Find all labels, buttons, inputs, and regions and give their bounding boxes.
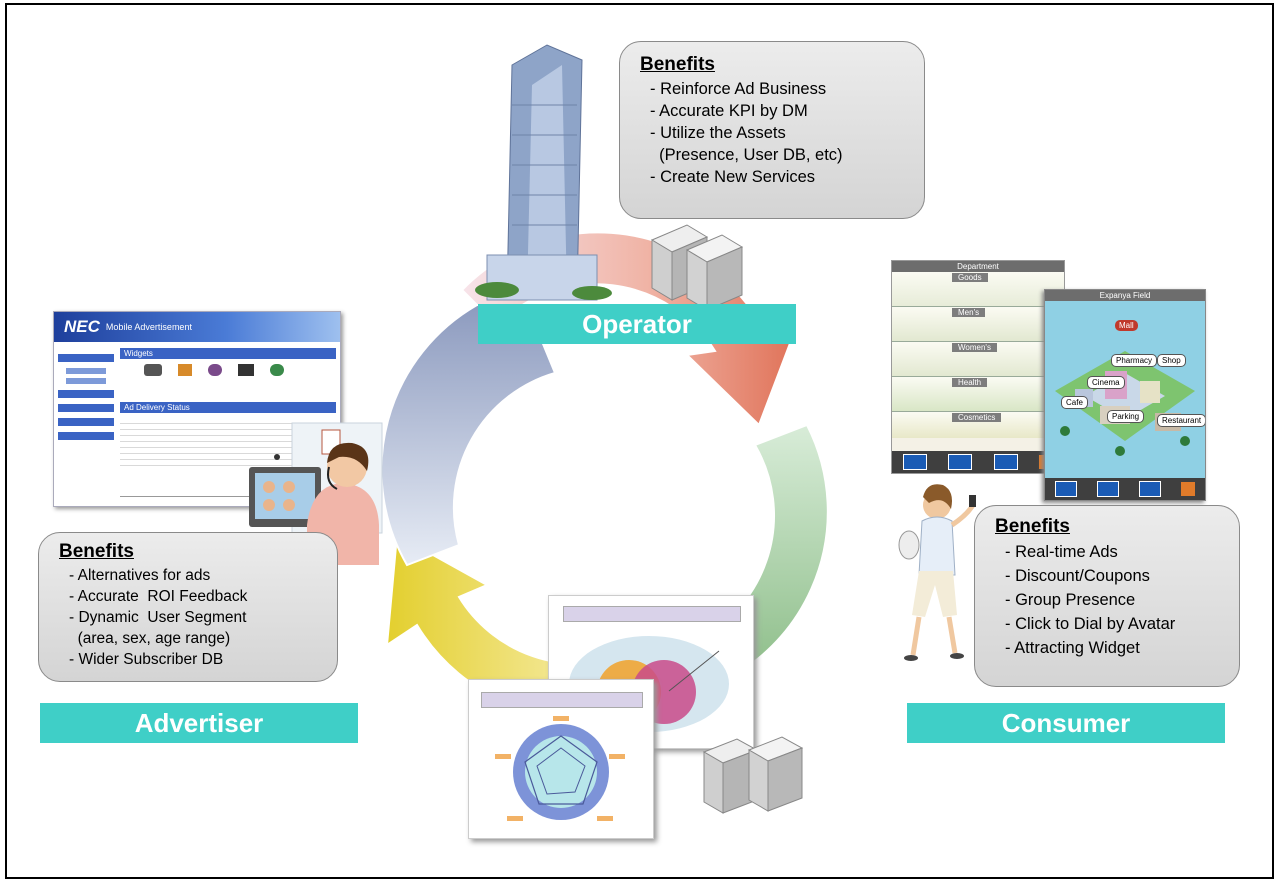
benefit-item: (Presence, User DB, etc) — [650, 146, 843, 164]
benefit-item: - Group Presence — [1005, 591, 1136, 609]
benefit-item: - Accurate ROI Feedback — [69, 588, 248, 605]
benefits-title: Benefits — [59, 541, 134, 562]
consumer-benefits-box: Benefits - Real-time Ads - Discount/Coup… — [974, 505, 1240, 687]
benefit-item: - Click to Dial by Avatar — [1005, 615, 1176, 633]
diagram-frame: Operator Benefits - Reinforce Ad Busines… — [5, 3, 1274, 879]
benefit-item: - Accurate KPI by DM — [650, 102, 808, 120]
floor-label: Goods — [952, 273, 988, 282]
map-place-label: Cafe — [1061, 396, 1088, 409]
portal-header: NEC Mobile Advertisement — [54, 312, 340, 342]
phone-map-screen: Expanya Field Mall Pharmacy Shop Cinema … — [1044, 289, 1206, 501]
benefit-item: - Create New Services — [650, 168, 816, 186]
benefit-item: - Reinforce Ad Business — [650, 80, 827, 98]
floor-label: Health — [952, 378, 988, 387]
operator-label: Operator — [478, 304, 796, 344]
woman-with-phone-icon — [898, 484, 976, 661]
portal-title: Mobile Advertisement — [105, 322, 192, 332]
map-place-label: Cinema — [1087, 376, 1125, 389]
floor-row: Men's — [892, 307, 1064, 342]
benefit-item: - Alternatives for ads — [69, 567, 211, 584]
benefit-item: - Attracting Widget — [1005, 639, 1140, 657]
map-place-label: Pharmacy — [1111, 354, 1158, 367]
nec-logo: NEC — [64, 317, 100, 336]
benefit-item: (area, sex, age range) — [69, 630, 231, 647]
floor-row: Women's — [892, 342, 1064, 377]
server-icon — [650, 224, 744, 311]
floor-label: Men's — [952, 308, 986, 317]
phone-status-bar: Department — [892, 261, 1064, 272]
server-icon — [702, 736, 804, 814]
consumer-illustration — [898, 484, 976, 661]
consumer-label: Consumer — [907, 703, 1225, 743]
operator-benefits-list: - Reinforce Ad Business - Accurate KPI b… — [640, 78, 910, 188]
consumer-benefits-list: - Real-time Ads - Discount/Coupons - Gro… — [995, 540, 1225, 660]
advertiser-portal-screenshot: NEC Mobile Advertisement Widgets Ad Deli… — [53, 311, 341, 507]
map-place-label: Mall — [1115, 320, 1138, 331]
benefit-item: - Wider Subscriber DB — [69, 651, 224, 668]
portal-widgets-bar: Widgets — [120, 348, 336, 359]
map-place-label: Parking — [1107, 410, 1145, 423]
floor-label: Women's — [952, 343, 997, 352]
portal-widget-icons — [144, 364, 284, 376]
phone-status-bar: Expanya Field — [1045, 290, 1205, 301]
advertiser-benefits-box: Benefits - Alternatives for ads - Accura… — [38, 532, 338, 682]
phone-softkeys — [1045, 478, 1205, 500]
phone-softkeys — [892, 451, 1064, 473]
benefit-item: - Dynamic User Segment — [69, 609, 247, 626]
portal-sidebar — [58, 348, 114, 466]
benefit-item: - Utilize the Assets — [650, 124, 786, 142]
portal-status-bar: Ad Delivery Status — [120, 402, 336, 413]
benefits-title: Benefits — [995, 516, 1070, 537]
benefits-title: Benefits — [640, 54, 715, 75]
monitor-icon — [249, 454, 321, 527]
advertiser-label: Advertiser — [40, 703, 358, 743]
building-icon — [475, 44, 612, 301]
floor-row: Health — [892, 377, 1064, 412]
operator-illustration — [475, 44, 744, 311]
floor-label: Cosmetics — [952, 413, 1002, 422]
advertiser-benefits-list: - Alternatives for ads - Accurate ROI Fe… — [59, 565, 323, 670]
advertiser-illustration — [249, 422, 383, 565]
radar-chart-icon — [495, 716, 625, 821]
floor-row: Goods — [892, 272, 1064, 307]
benefit-item: - Discount/Coupons — [1005, 567, 1150, 585]
floor-row: Cosmetics — [892, 412, 1064, 438]
benefit-item: - Real-time Ads — [1005, 543, 1118, 561]
map-place-label: Restaurant — [1157, 414, 1205, 427]
operator-benefits-box: Benefits - Reinforce Ad Business - Accur… — [619, 41, 925, 219]
map-place-label: Shop — [1157, 354, 1186, 367]
phone-department-screen: Department Goods Men's Women's Health Co… — [891, 260, 1065, 474]
bottom-servers — [702, 736, 804, 814]
radar-report-slide — [468, 679, 654, 839]
